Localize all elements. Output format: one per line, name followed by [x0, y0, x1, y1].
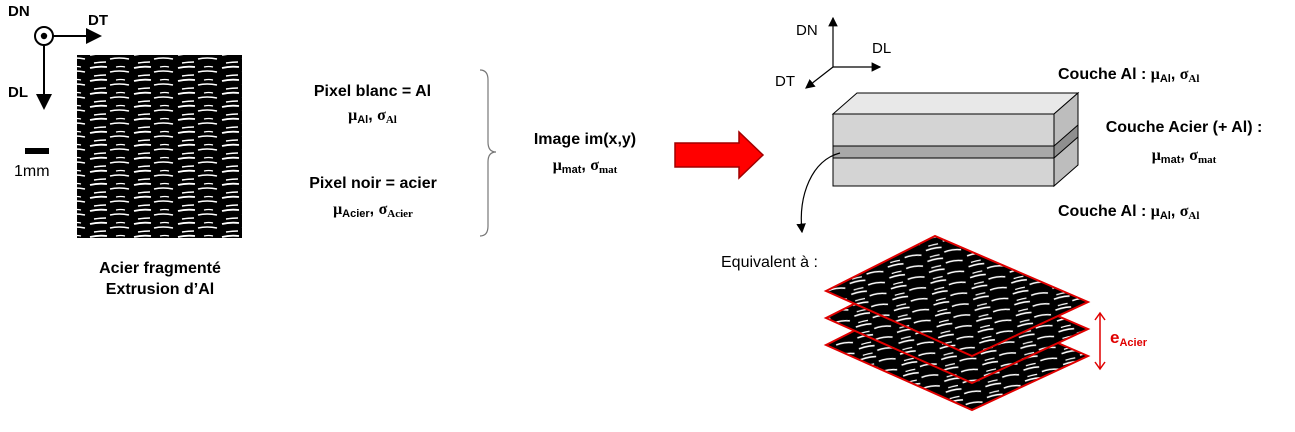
- sigma-symbol: σ: [590, 157, 599, 174]
- layer-top-label: Couche Al : μAl, σAl: [1058, 66, 1200, 85]
- thickness-e: e: [1110, 328, 1120, 347]
- caption-line-1: Acier fragmenté: [99, 260, 221, 277]
- sigma-subscript: Al: [1188, 73, 1200, 85]
- pixel-black-label: Pixel noir = acier: [309, 175, 437, 192]
- mu-subscript: Al: [1159, 210, 1171, 222]
- pixel-white-label: Pixel blanc = Al: [313, 83, 432, 100]
- layer-mid-text: Couche Acier (+ Al) :: [1105, 119, 1263, 136]
- sigma-subscript: mat: [598, 164, 618, 176]
- layer-top-text: Couche Al :: [1058, 66, 1151, 83]
- pointer-arrow: [796, 152, 841, 234]
- layer-bottom-label: Couche Al : μAl, σAl: [1058, 203, 1200, 222]
- left-axes: [34, 26, 102, 110]
- mu-symbol: μ: [552, 157, 562, 174]
- pixel-white-block: Pixel blanc = Al μAl, σAl: [285, 83, 460, 126]
- axis-label-dt: DT: [88, 12, 108, 29]
- sigma-symbol: σ: [378, 201, 388, 218]
- caption-line-2: Extrusion d’Al: [105, 281, 215, 298]
- layer-bottom-text: Couche Al :: [1058, 203, 1151, 220]
- mu-subscript: Al: [1159, 73, 1171, 85]
- equivalent-label: Equivalent à :: [721, 254, 818, 271]
- axis-label-dl: DL: [8, 84, 28, 101]
- separator: ,: [1180, 147, 1190, 164]
- thickness-arrow: [1094, 311, 1106, 371]
- separator: ,: [581, 157, 591, 174]
- image-label-block: Image im(x,y) μmat, σmat: [510, 131, 660, 176]
- layer-mid-label: Couche Acier (+ Al) : μmat, σmat: [1080, 119, 1288, 166]
- thickness-label: eAcier: [1110, 328, 1147, 349]
- mu-subscript: mat: [561, 164, 582, 176]
- stacked-microstructure-planes: [823, 234, 1091, 412]
- dt-axis-arrow-right: [805, 66, 834, 89]
- mu-symbol: μ: [348, 107, 358, 124]
- pixel-black-block: Pixel noir = acier μAcier, σAcier: [283, 175, 463, 220]
- microstructure-image: [77, 55, 242, 238]
- sigma-symbol: σ: [377, 107, 386, 124]
- separator: ,: [369, 201, 379, 218]
- sigma-symbol: σ: [1179, 66, 1189, 83]
- mu-subscript: mat: [1160, 154, 1181, 166]
- red-transform-arrow: [674, 130, 765, 180]
- layered-slab: [831, 91, 1080, 188]
- sigma-subscript: Al: [1188, 210, 1200, 222]
- mu-symbol: μ: [1150, 203, 1160, 220]
- right-axes: [805, 16, 882, 89]
- mu-symbol: μ: [333, 201, 343, 218]
- axis-label-dl-right: DL: [872, 40, 892, 57]
- separator: ,: [368, 107, 378, 124]
- grouping-brace: [479, 69, 497, 237]
- scale-bar-label: 1mm: [14, 163, 50, 180]
- image-label: Image im(x,y): [533, 131, 637, 148]
- sigma-subscript: Acier: [387, 208, 413, 220]
- microstructure-caption: Acier fragmenté Extrusion d’Al: [60, 260, 260, 299]
- separator: ,: [1170, 203, 1180, 220]
- axis-label-dt-right: DT: [775, 73, 795, 90]
- separator: ,: [1170, 66, 1180, 83]
- sigma-symbol: σ: [1179, 203, 1189, 220]
- axis-label-dn: DN: [8, 3, 30, 20]
- steel-layer: [832, 145, 1055, 159]
- mu-symbol: μ: [1150, 66, 1160, 83]
- sigma-subscript: mat: [1197, 154, 1217, 166]
- axis-label-dn-right: DN: [796, 22, 818, 39]
- thickness-subscript: Acier: [1119, 337, 1147, 349]
- mu-subscript: Acier: [342, 208, 370, 220]
- mu-symbol: μ: [1151, 147, 1161, 164]
- mu-subscript: Al: [357, 114, 369, 126]
- sigma-symbol: σ: [1189, 147, 1198, 164]
- sigma-subscript: Al: [385, 114, 397, 126]
- scale-bar: [25, 148, 49, 154]
